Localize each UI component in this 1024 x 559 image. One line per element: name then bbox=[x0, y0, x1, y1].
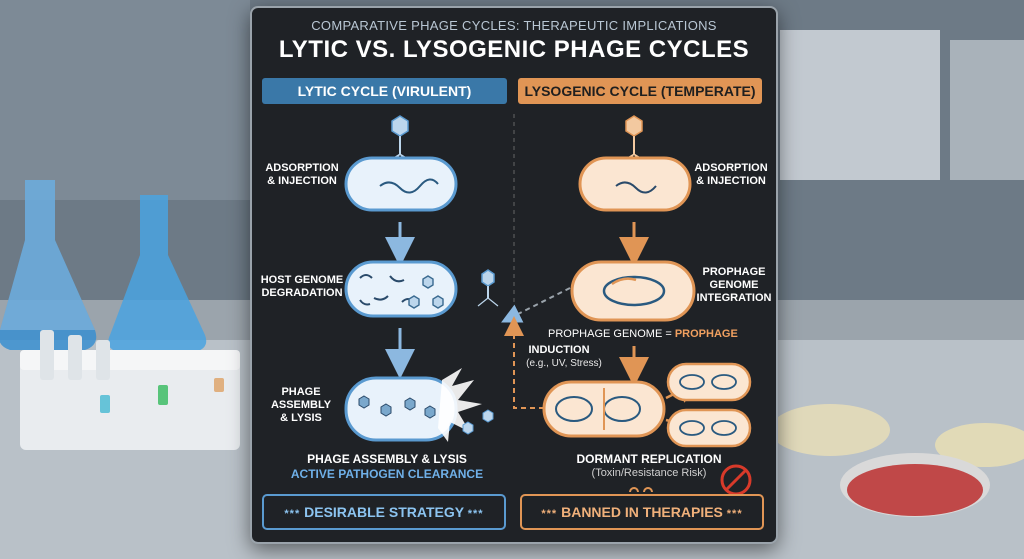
stars-left: *** bbox=[541, 508, 558, 520]
prophage-label: PROPHAGE GENOME = PROPHAGE bbox=[548, 328, 738, 340]
stars-left: *** bbox=[284, 508, 301, 520]
induction-arrow bbox=[504, 316, 544, 409]
prophage-label-text: PROPHAGE GENOME = bbox=[548, 328, 675, 340]
lytic-caption-sub: ACTIVE PATHOGEN CLEARANCE bbox=[290, 467, 484, 481]
supertitle: COMPARATIVE PHAGE CYCLES: THERAPEUTIC IM… bbox=[311, 18, 717, 33]
lytic-step-adsorption: ADSORPTION & INJECTION bbox=[265, 162, 339, 187]
broken-chain-icon bbox=[629, 487, 653, 493]
daughter-cell bbox=[666, 408, 752, 448]
desirable-strategy-box: *** DESIRABLE STRATEGY *** bbox=[262, 494, 506, 530]
lysogenic-step-adsorption: ADSORPTION & INJECTION bbox=[694, 162, 768, 187]
lysing-cell bbox=[344, 368, 494, 442]
lysogenic-caption: DORMANT REPLICATION bbox=[576, 452, 722, 466]
lytic-header: LYTIC CYCLE (VIRULENT) bbox=[262, 78, 507, 104]
banned-label: BANNED IN THERAPIES bbox=[561, 504, 723, 520]
diagram-poster: COMPARATIVE PHAGE CYCLES: THERAPEUTIC IM… bbox=[250, 6, 778, 544]
page-title: LYTIC VS. LYSOGENIC PHAGE CYCLES bbox=[278, 36, 750, 63]
bacterium-cell bbox=[344, 156, 458, 212]
induction-label: INDUCTION bbox=[528, 344, 590, 356]
lytic-step-degradation: HOST GENOME DEGRADATION bbox=[260, 274, 344, 299]
lytic-step-assembly: PHAGE ASSEMBLY & LYSIS bbox=[270, 386, 332, 424]
lysogenic-header: LYSOGENIC CYCLE (TEMPERATE) bbox=[518, 78, 762, 104]
banned-box: *** BANNED IN THERAPIES *** bbox=[520, 494, 764, 530]
induction-note: (e.g., UV, Stress) bbox=[526, 358, 602, 369]
lysogenic-step-integration: PROPHAGE GENOME INTEGRATION bbox=[696, 266, 772, 304]
daughter-cell bbox=[666, 362, 752, 402]
desirable-strategy-label: DESIRABLE STRATEGY bbox=[304, 504, 464, 520]
lytic-caption: PHAGE ASSEMBLY & LYSIS bbox=[307, 452, 467, 466]
cycle-diagram bbox=[344, 114, 752, 496]
lysogenic-caption-sub: (Toxin/Resistance Risk) bbox=[591, 467, 707, 479]
dividing-cell bbox=[542, 380, 666, 438]
prophage-highlight: PROPHAGE bbox=[674, 328, 738, 340]
free-phage-icon bbox=[477, 269, 499, 307]
bacterium-cell bbox=[578, 156, 692, 212]
tube-rack-icon bbox=[20, 330, 240, 450]
stars-right: *** bbox=[467, 508, 484, 520]
bacterium-cell-degraded bbox=[344, 260, 458, 318]
stars-right: *** bbox=[726, 508, 743, 520]
induction-arrow bbox=[501, 287, 571, 323]
flask-icon bbox=[108, 195, 207, 352]
flask-icon bbox=[0, 180, 97, 350]
petri-dish-icon bbox=[770, 404, 1024, 517]
prophage-cell bbox=[570, 260, 696, 322]
